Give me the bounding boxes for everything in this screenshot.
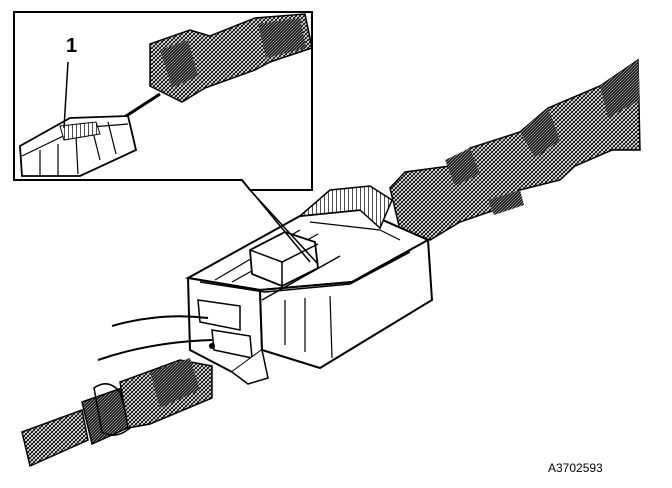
harness-braid-right xyxy=(389,58,641,241)
inset-leader-lines xyxy=(241,179,319,265)
detail-inset xyxy=(13,11,313,191)
figure-code: A3702593 xyxy=(548,461,603,475)
connector-housing xyxy=(185,185,434,385)
callout-number-1: 1 xyxy=(66,35,77,57)
wires-left xyxy=(97,315,213,361)
cable-assembly-left xyxy=(21,358,213,468)
